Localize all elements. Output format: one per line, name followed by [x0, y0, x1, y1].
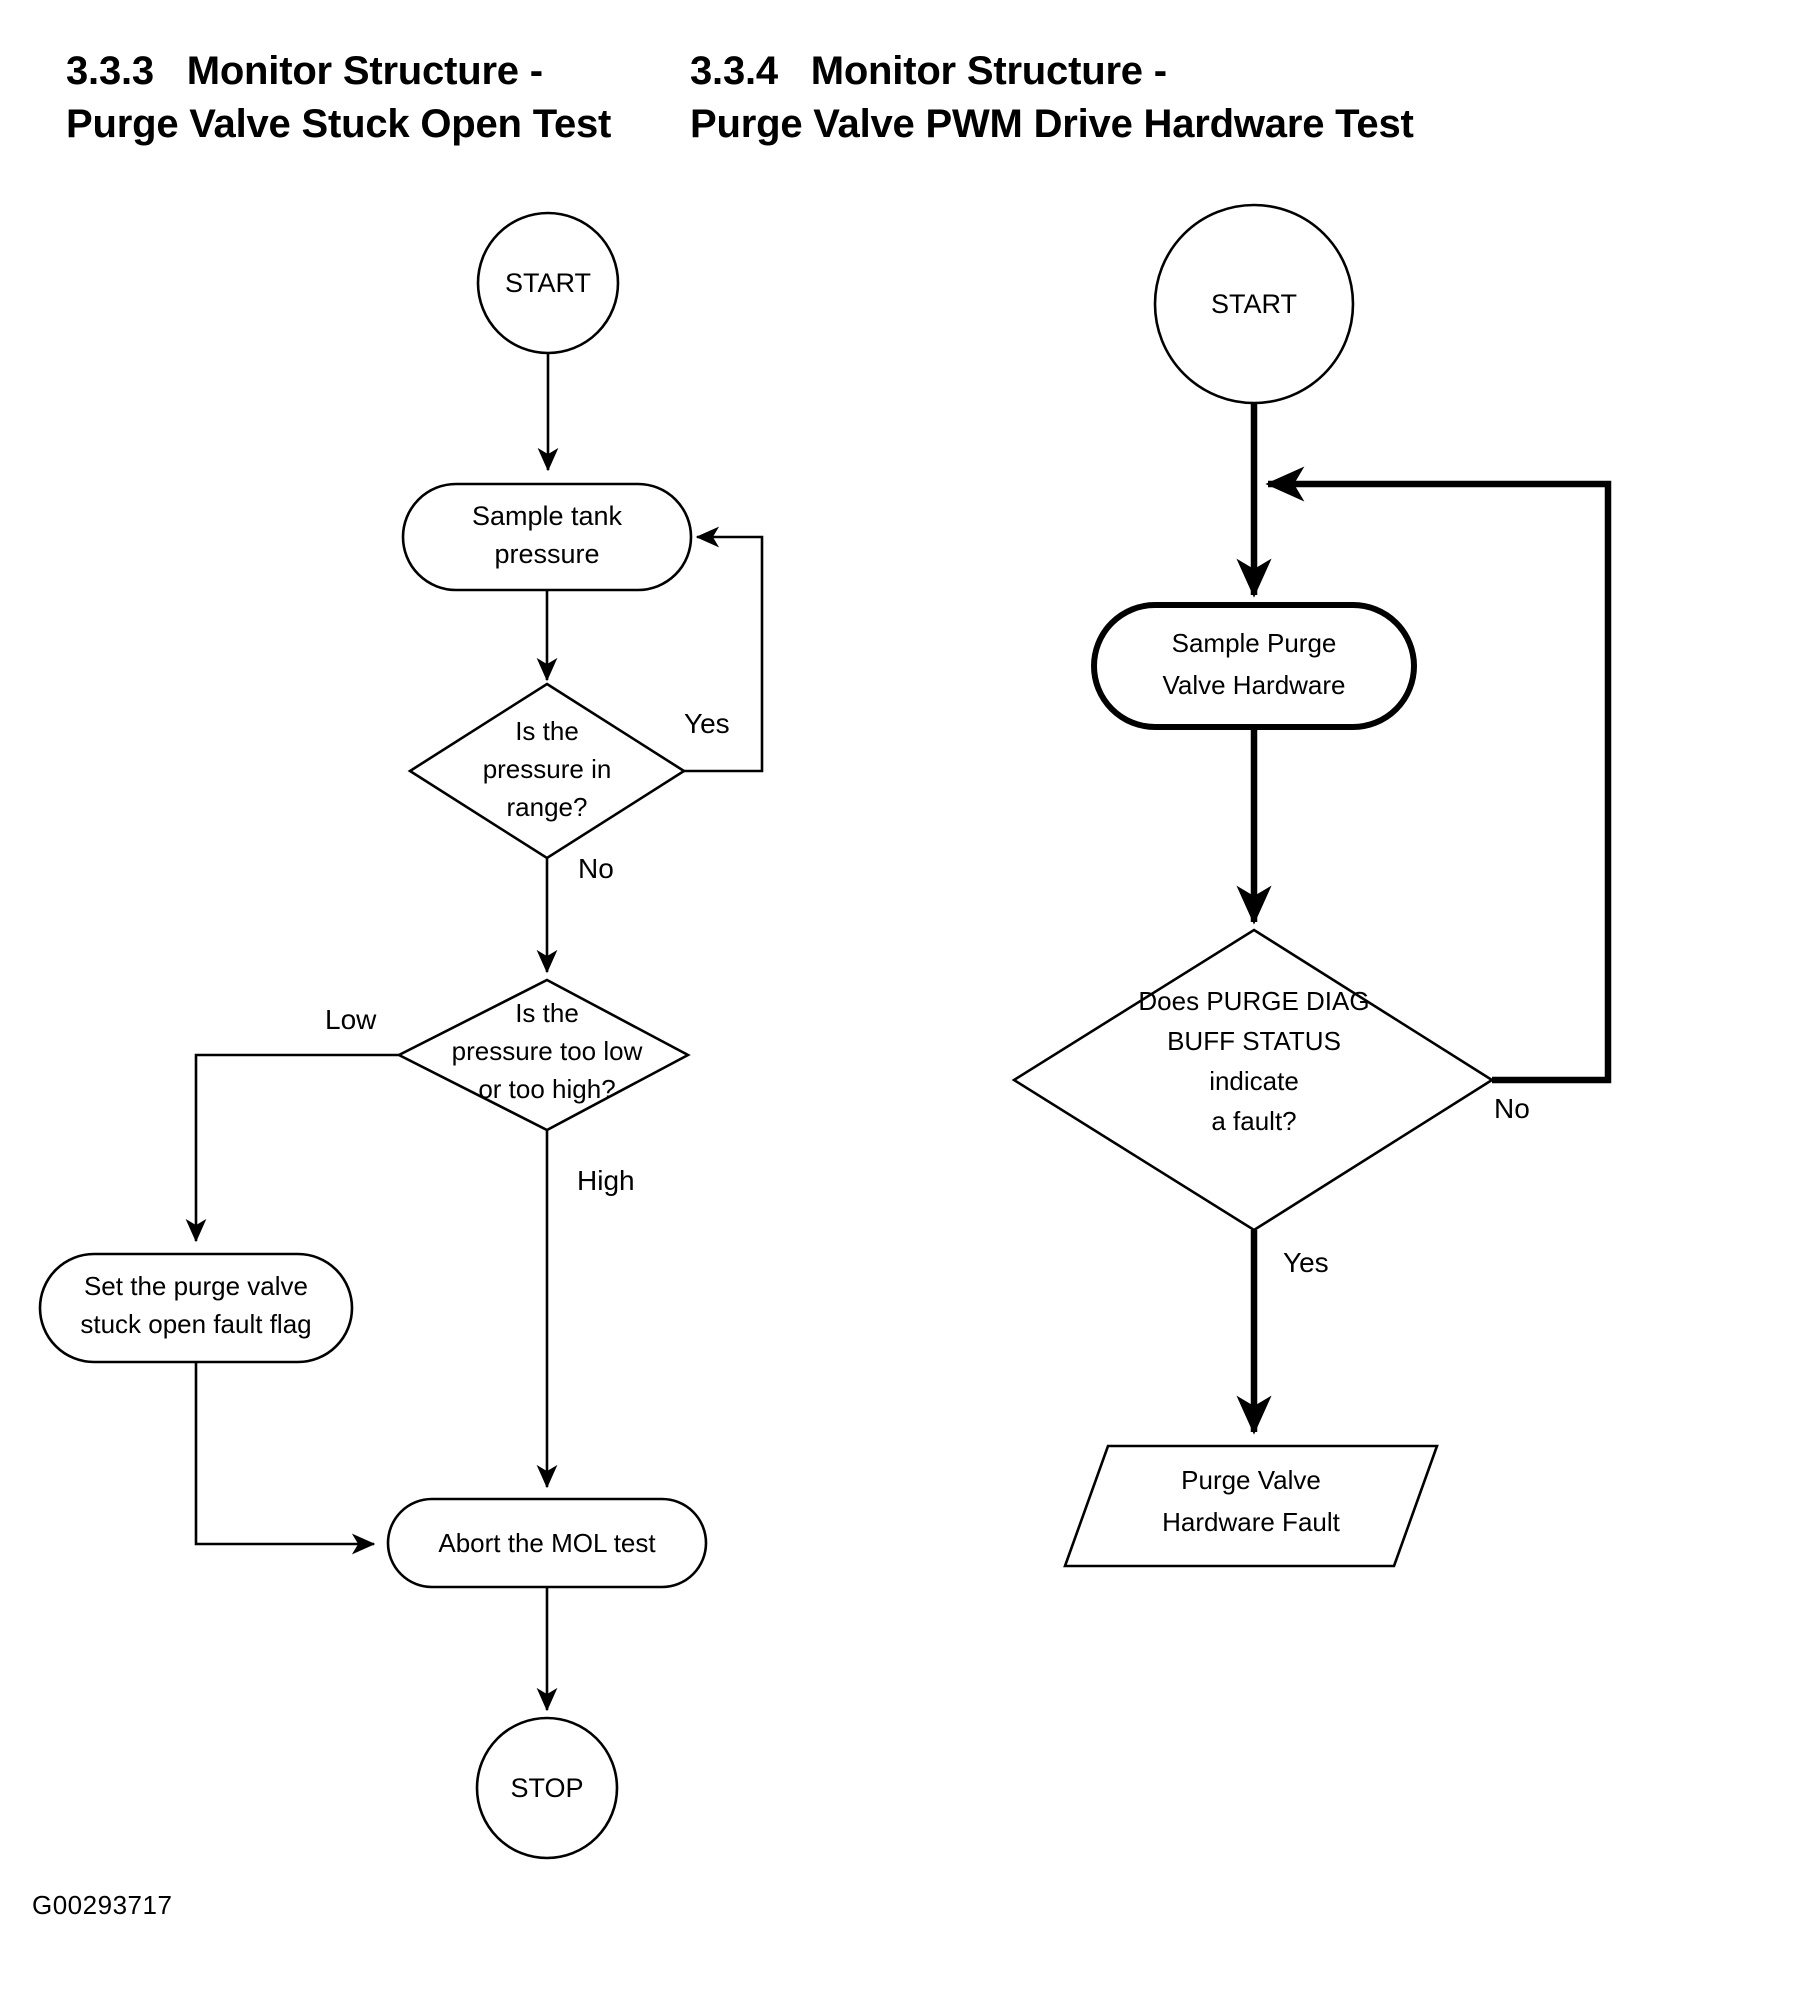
- right-decision-line4: a fault?: [1211, 1106, 1296, 1136]
- right-edge-no-loop: [1265, 466, 1612, 1084]
- right-decision-line1: Does PURGE DIAG: [1138, 986, 1369, 1016]
- left-title-line1: 3.3.3 Monitor Structure -: [66, 49, 543, 93]
- right-label-yes: Yes: [1283, 1247, 1329, 1278]
- right-flowchart-title: 3.3.4 Monitor Structure - Purge Valve PW…: [690, 45, 1414, 151]
- left-sample-line1: Sample tank: [472, 501, 623, 531]
- right-title-line2: Purge Valve PWM Drive Hardware Test: [690, 101, 1414, 146]
- right-label-no: No: [1494, 1093, 1530, 1124]
- left-label-high: High: [577, 1165, 635, 1196]
- right-start-label: START: [1211, 289, 1297, 319]
- left-setflag-line2: stuck open fault flag: [80, 1309, 311, 1339]
- left-sample-node: [401, 482, 693, 592]
- right-fault-line2: Hardware Fault: [1162, 1507, 1341, 1537]
- left-decision1-line2: pressure in: [483, 754, 612, 784]
- right-decision-line3: indicate: [1209, 1066, 1299, 1096]
- left-decision1-line3: range?: [507, 792, 588, 822]
- left-decision2-line3: or too high?: [478, 1074, 615, 1104]
- left-start-label: START: [505, 268, 591, 298]
- right-sample-node: [1091, 602, 1417, 730]
- left-title-line2: Purge Valve Stuck Open Test: [66, 101, 612, 146]
- left-sample-line2: pressure: [494, 539, 599, 569]
- right-fault-line1: Purge Valve: [1181, 1465, 1321, 1495]
- right-sample-line2: Valve Hardware: [1162, 670, 1345, 700]
- right-sample-line1: Sample Purge: [1172, 628, 1337, 658]
- left-decision1-line1: Is the: [515, 716, 579, 746]
- left-flowchart-title: 3.3.3 Monitor Structure - Purge Valve St…: [66, 45, 611, 151]
- left-stop-node: [475, 1716, 619, 1860]
- left-edge-yes-loop: [684, 526, 764, 773]
- right-title-line1: 3.3.4 Monitor Structure -: [690, 49, 1167, 93]
- left-label-low: Low: [325, 1004, 377, 1035]
- left-stop-label: STOP: [510, 1773, 583, 1803]
- left-decision2-line2: pressure too low: [452, 1036, 643, 1066]
- left-label-yes: Yes: [684, 708, 730, 739]
- left-decision2-line1: Is the: [515, 998, 579, 1028]
- left-edge-low-to-setflag: [185, 1053, 399, 1243]
- figure-code-label: G00293717: [32, 1890, 173, 1920]
- left-setflag-line1: Set the purge valve: [84, 1271, 308, 1301]
- left-edge-setflag-to-abort: [194, 1362, 376, 1555]
- left-label-no: No: [578, 853, 614, 884]
- right-decision-line2: BUFF STATUS: [1167, 1026, 1341, 1056]
- right-fault-node: [1063, 1444, 1439, 1568]
- left-abort-label: Abort the MOL test: [438, 1528, 656, 1558]
